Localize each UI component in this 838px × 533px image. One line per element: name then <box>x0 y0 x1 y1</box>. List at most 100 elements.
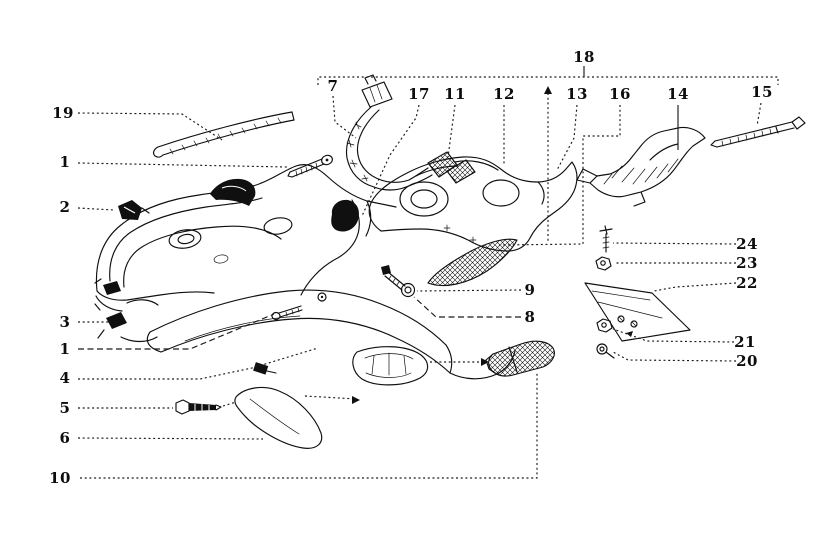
part-trim-strip-19 <box>153 111 295 158</box>
callout-label-c8: 8 <box>525 308 536 326</box>
bracket-outline <box>589 126 706 198</box>
arrow-head-a3 <box>352 396 360 404</box>
screw15-collar <box>775 126 779 134</box>
part-nut-21 <box>596 318 613 333</box>
bolt5-head <box>175 399 190 415</box>
strip-right-cap <box>291 111 295 121</box>
harness-cable-b <box>356 109 382 181</box>
mudguard-left-cap <box>146 331 162 353</box>
callout-label-c16: 16 <box>609 85 631 103</box>
part-washer-screw-20 <box>596 343 615 359</box>
leader-line-c13 <box>556 104 578 171</box>
arrow-head-a2 <box>481 358 489 366</box>
callout-label-c1a: 1 <box>60 153 71 171</box>
plate-lamp-oval <box>352 346 429 386</box>
leader-line-c1a <box>77 162 288 168</box>
bolt8-threads <box>388 275 400 286</box>
callout-label-c24: 24 <box>736 235 758 253</box>
washer20-outer <box>596 343 608 355</box>
part-bolt-5 <box>175 399 237 415</box>
part-screw-24 <box>599 225 613 253</box>
housing-outline <box>368 156 578 252</box>
housing-socket-left <box>399 181 449 217</box>
bracket3-curves <box>94 299 159 343</box>
leader-line-c1b <box>78 313 275 350</box>
plate-lamp-ribs <box>364 352 414 378</box>
fairing-hole-left-inner <box>177 233 195 245</box>
leader-lines <box>77 95 762 479</box>
harness-cable-a <box>345 106 375 188</box>
bolt5-tip <box>215 404 222 411</box>
part-screw-1-top <box>287 154 333 178</box>
fairing-left-lug <box>103 281 121 295</box>
part-rear-fairing <box>94 164 397 312</box>
callout-label-c6: 6 <box>60 429 71 447</box>
plate-fold-2 <box>597 301 663 319</box>
fairing-rear-edge <box>300 199 360 296</box>
leader-line-c19 <box>77 112 223 141</box>
nut21-hole <box>601 322 607 328</box>
strip-lower-edge <box>162 119 295 156</box>
bulb-collar <box>508 346 518 373</box>
callout-label-c22: 22 <box>736 274 758 292</box>
part-reflector-16 <box>427 238 518 287</box>
washer20-shaft <box>605 351 615 359</box>
housing-socket-left-inner <box>410 189 438 209</box>
part-taillight-housing <box>368 156 578 252</box>
leader-line-c22 <box>653 282 737 292</box>
harness-link-wires <box>405 167 433 188</box>
callout-label-c4: 4 <box>60 369 71 387</box>
arrow-head-a1 <box>544 86 552 94</box>
washer20-inner <box>599 346 605 352</box>
fairing-hole-right <box>263 217 293 235</box>
bracket-inner-curve <box>649 143 679 161</box>
leader-line-c15 <box>756 102 762 127</box>
callout-label-c1b: 1 <box>60 340 71 358</box>
leader-line-c17 <box>361 104 420 217</box>
callout-label-c11: 11 <box>444 85 466 103</box>
leader-line-c10 <box>80 372 538 479</box>
bracket-lower-tab <box>633 191 646 207</box>
mudguard-right-cap <box>445 344 453 374</box>
bracket-fork <box>576 168 598 184</box>
bolt5-axis <box>222 401 237 407</box>
callout-label-c5: 5 <box>60 399 71 417</box>
mudguard-hole-dot <box>320 295 324 299</box>
fairing-inner-2 <box>123 225 282 288</box>
mudflap-outline <box>234 386 323 449</box>
screw1b-threads <box>285 307 300 317</box>
housing-socket-right <box>482 179 520 207</box>
screw-head-dot <box>325 158 329 162</box>
plate-screw-b <box>630 320 638 328</box>
mudguard-hole <box>317 292 327 302</box>
screw15-head <box>791 116 806 130</box>
screw-head <box>321 154 333 166</box>
part-wiring-harness-7 <box>331 74 476 232</box>
harness-connector-tab <box>364 74 377 85</box>
callout-label-c18: 18 <box>573 48 595 66</box>
screw15-shaft <box>714 121 795 148</box>
leader-line-c16 <box>498 105 621 246</box>
housing-plus-marks <box>443 224 477 244</box>
screw15-threads <box>721 128 772 147</box>
screw1b-shaft <box>278 305 303 318</box>
part-lamp-bracket-14 <box>576 126 706 207</box>
mudflap-crease <box>249 398 300 435</box>
bracket3-body <box>106 312 127 329</box>
callout-label-c12: 12 <box>493 85 515 103</box>
harness-wires <box>373 179 410 191</box>
leader-line-c21 <box>612 328 735 343</box>
part-long-screw-15 <box>710 116 806 148</box>
leader-line-c11 <box>447 104 456 158</box>
harness-connector <box>361 81 393 108</box>
callout-label-c13: 13 <box>566 85 588 103</box>
callout-label-c14: 14 <box>667 85 689 103</box>
leader-line-c9 <box>416 289 522 292</box>
fairing-hole-small <box>213 254 229 264</box>
callout-label-c21: 21 <box>734 333 756 351</box>
screw4-head <box>253 362 269 375</box>
screw4-shaft <box>266 370 277 374</box>
reflector-body <box>427 238 518 287</box>
part-nut-23 <box>595 256 612 271</box>
